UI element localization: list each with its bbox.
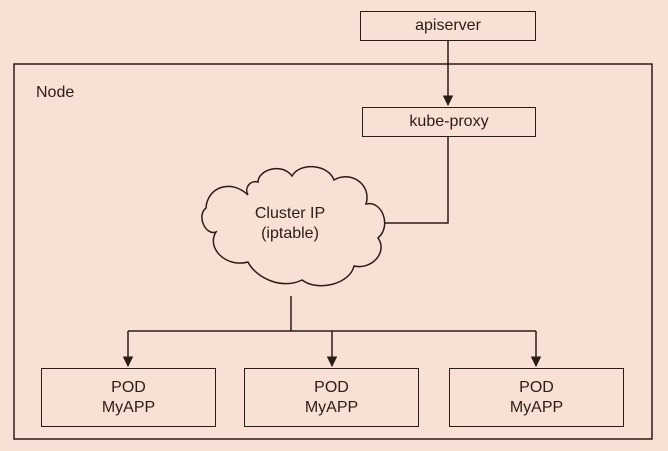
node-label: Node [36, 84, 75, 101]
pod-3-app: MyAPP [509, 398, 564, 416]
arrow-kube-proxy-to-cluster-ip [365, 136, 449, 229]
kube-proxy-label: kube-proxy [409, 113, 489, 130]
pod-box-3: POD MyAPP [449, 368, 624, 427]
pod-box-1: POD MyAPP [41, 368, 216, 427]
cluster-ip-subtitle: (iptable) [261, 225, 319, 242]
pod-2-title: POD [314, 378, 349, 396]
pod-3-title: POD [519, 378, 554, 396]
pod-1-app: MyAPP [101, 398, 156, 416]
pod-box-2: POD MyAPP [244, 368, 419, 427]
apiserver-label: apiserver [415, 17, 481, 34]
pod-2-app: MyAPP [304, 398, 359, 416]
node-container [13, 63, 653, 440]
pod-1-title: POD [111, 378, 146, 396]
kube-proxy-box: kube-proxy [362, 107, 536, 137]
cluster-ip-text: Cluster IP (iptable) [230, 204, 350, 244]
cluster-ip-cloud [201, 166, 386, 287]
cluster-ip-title: Cluster IP [254, 205, 326, 222]
apiserver-box: apiserver [360, 11, 536, 41]
